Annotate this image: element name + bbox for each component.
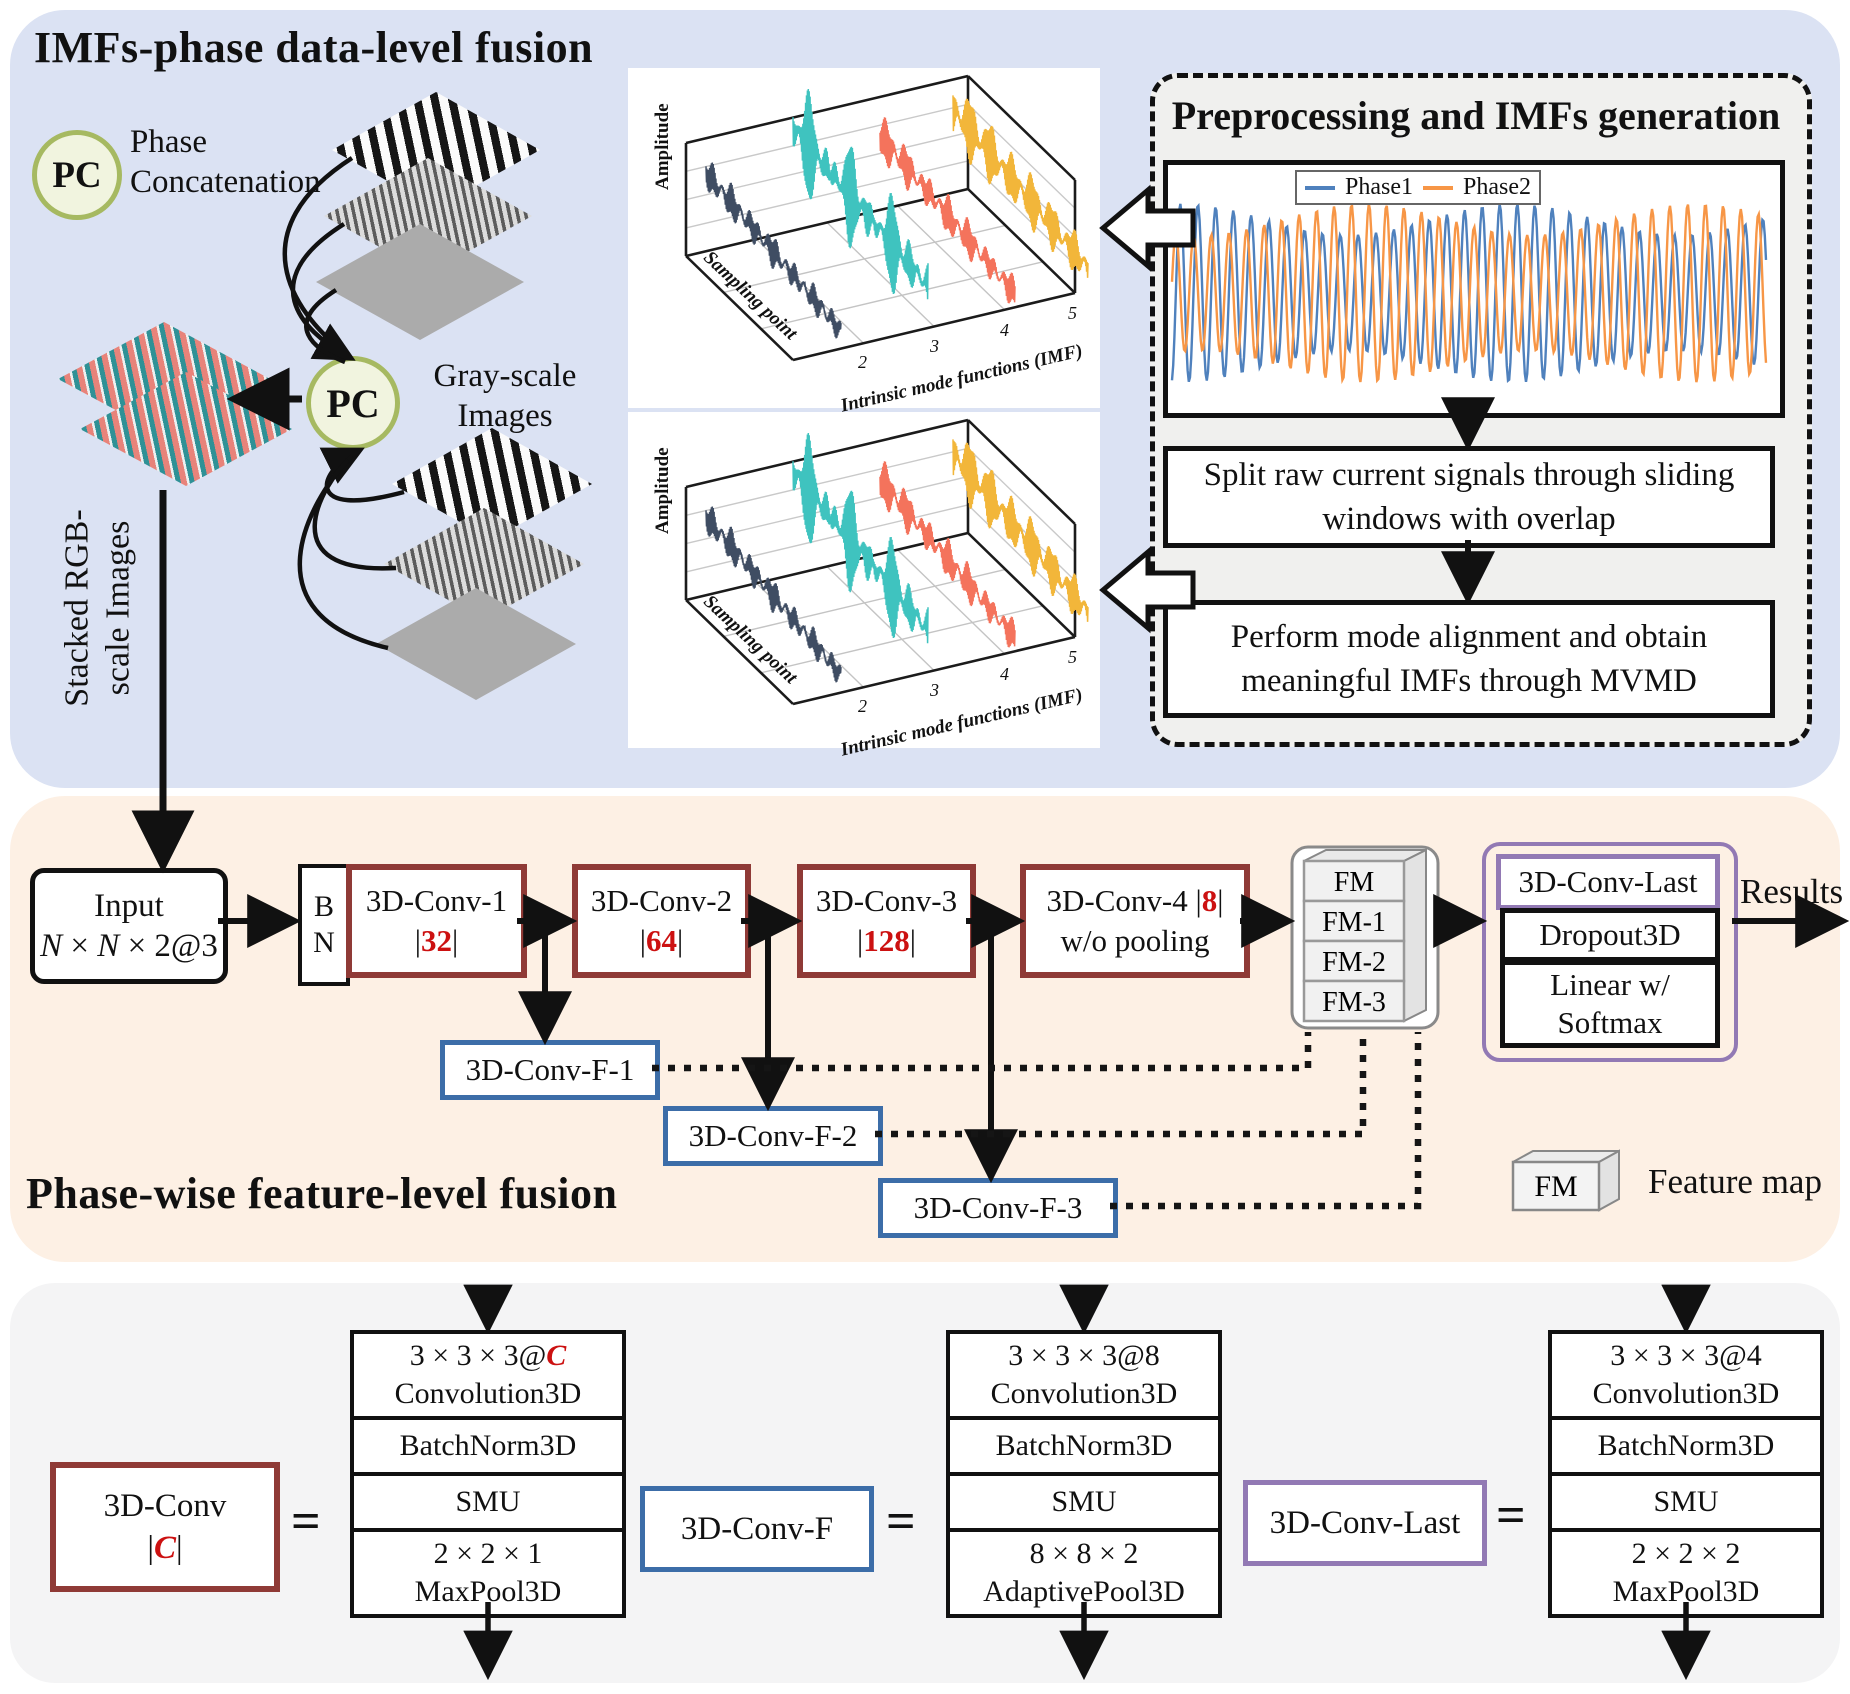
imf2-tick: 4	[1000, 664, 1009, 684]
def-row: SMU	[1548, 1474, 1824, 1530]
fm-label: FM	[1334, 867, 1375, 898]
def-row: BatchNorm3D	[350, 1418, 626, 1474]
phase-concatenation-label: Phase Concatenation	[130, 124, 321, 200]
imf1-tick: 4	[1000, 320, 1009, 340]
pc-legend-abbr: PC	[52, 154, 102, 196]
equals-sign: =	[1496, 1487, 1526, 1544]
pc-node: PC	[306, 356, 400, 450]
phase-concat-legend-icon: PC	[32, 130, 122, 220]
imf1-tick: 3	[930, 336, 939, 356]
imf2-tick: 5	[1068, 647, 1077, 667]
equals-sign: =	[291, 1493, 321, 1550]
def-conv-last-label: 3D-Conv-Last	[1243, 1480, 1487, 1566]
panel-definitions	[10, 1283, 1840, 1683]
imf-3d-plot-1	[628, 68, 1100, 408]
phase1-line-icon	[1305, 185, 1335, 190]
fm3-label: FM-3	[1322, 987, 1386, 1018]
imf1-tick: 2	[858, 352, 867, 372]
def-row: BatchNorm3D	[946, 1418, 1222, 1474]
imf-3d-plot-2-canvas	[684, 418, 1089, 706]
imf-3d-plot-1-canvas	[684, 74, 1089, 362]
last-block-container	[1482, 842, 1738, 1062]
phase2-line-icon	[1423, 185, 1453, 190]
conv4-box: 3D-Conv-4 |8|w/o pooling	[1020, 864, 1250, 978]
linear-softmax-box: Linear w/ Softmax	[1500, 960, 1720, 1048]
dotted-fusion-connectors	[652, 1032, 1422, 1210]
title-data-level-fusion: IMFs-phase data-level fusion	[34, 23, 594, 72]
preprocessing-title: Preprocessing and IMFs generation	[1171, 93, 1781, 138]
pc-node-abbr: PC	[326, 380, 380, 426]
imf2-tick: 3	[930, 680, 939, 700]
imf-3d-plot-2	[628, 412, 1100, 748]
grayscale-to-pc-arrows	[282, 156, 405, 651]
conv2-box: 3D-Conv-2|64|	[572, 864, 751, 978]
signal-legend: Phase1 Phase2	[1295, 170, 1541, 205]
dropout-box: Dropout3D	[1500, 908, 1720, 962]
phase1-legend-label: Phase1	[1345, 174, 1413, 200]
def-row: SMU	[946, 1474, 1222, 1530]
feature-map-stack: FM FM-1 FM-2 FM-3	[1290, 845, 1440, 1030]
fm1-label: FM-1	[1322, 907, 1386, 938]
imf1-tick: 5	[1068, 303, 1077, 323]
fm-legend-box-label: FM	[1534, 1170, 1577, 1203]
conv-last-box: 3D-Conv-Last	[1496, 854, 1720, 910]
fm2-label: FM-2	[1322, 947, 1386, 978]
fm-legend-icon: FM	[1511, 1149, 1620, 1212]
def-conv-f-label: 3D-Conv-F	[640, 1486, 874, 1572]
conv1-box: 3D-Conv-1|32|	[346, 864, 527, 978]
def-row: BatchNorm3D	[1548, 1418, 1824, 1474]
grayscale-images-label: Gray-scale Images	[433, 358, 577, 434]
definition-arrows	[463, 1284, 1711, 1681]
raw-signal-waves	[1170, 201, 1768, 385]
step-mode-alignment: Perform mode alignment and obtain meanin…	[1163, 600, 1775, 718]
title-feature-level-fusion: Phase-wise feature-level fusion	[26, 1169, 618, 1218]
conv-f1-box: 3D-Conv-F-1	[440, 1040, 660, 1100]
def-conv-label: 3D-Conv|C|	[50, 1462, 280, 1592]
feature-map-label: Feature map	[1648, 1162, 1822, 1201]
phase2-legend-label: Phase2	[1463, 174, 1531, 200]
def-row: SMU	[350, 1474, 626, 1530]
equals-sign: =	[886, 1493, 916, 1550]
imf2-tick: 2	[858, 696, 867, 716]
block-arrow-left-icon	[1099, 184, 1196, 634]
